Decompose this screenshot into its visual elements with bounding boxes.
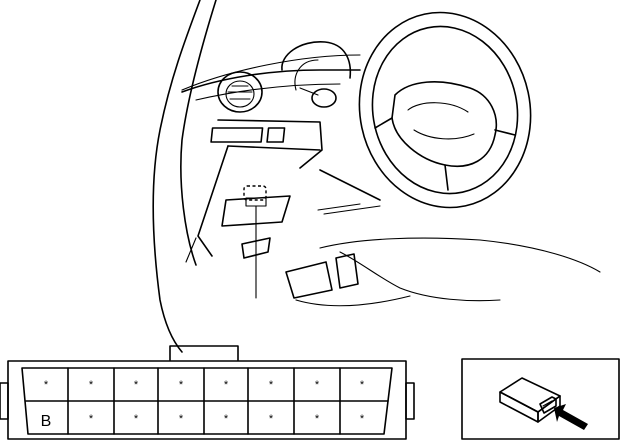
pin-label-r1-c6: * <box>269 379 274 391</box>
pin-label-r1-c1: * <box>44 379 49 391</box>
pin-label-r1-c4: * <box>179 379 184 391</box>
pin-label-r2-c6: * <box>269 413 274 425</box>
arrow-icon <box>554 404 588 430</box>
pin-label-r2-c7: * <box>315 413 320 425</box>
pin-label-r1-c3: * <box>134 379 139 391</box>
pin-label-r1-c5: * <box>224 379 229 391</box>
pin-label-r2-c1: B <box>41 413 52 430</box>
pin-label-r2-c2: * <box>89 413 94 425</box>
pin-label-r1-c2: * <box>89 379 94 391</box>
pin-label-r2-c4: * <box>179 413 184 425</box>
pin-label-r2-c3: * <box>134 413 139 425</box>
pin-label-r2-c8: * <box>360 413 365 425</box>
pin-label-r1-c7: * <box>315 379 320 391</box>
pin-label-r2-c5: * <box>224 413 229 425</box>
pin-label-r1-c8: * <box>360 379 365 391</box>
connector-3d-icon <box>499 377 561 423</box>
